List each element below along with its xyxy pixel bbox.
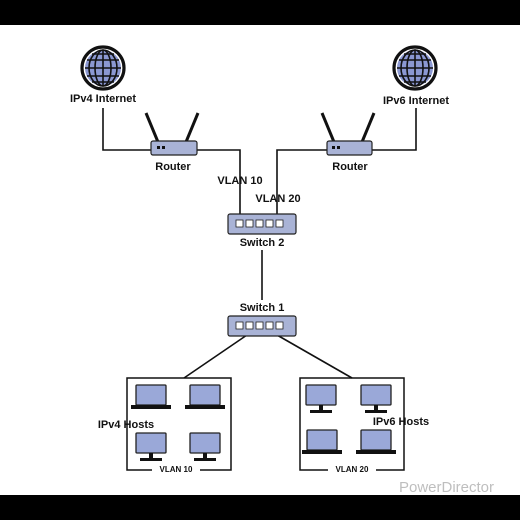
ipv6-internet-label: IPv6 Internet (383, 95, 449, 107)
router-right-icon (320, 112, 376, 156)
switch2-icon (227, 213, 297, 235)
link-ipv6-router (372, 108, 417, 151)
vlan20-group-label-bg (328, 464, 376, 475)
vlan10-group-label: VLAN 10 (160, 465, 193, 474)
watermark-text: PowerDirector (399, 479, 494, 496)
vlan10-link-label: VLAN 10 (217, 175, 262, 187)
vlan10-group-label-bg (152, 464, 200, 475)
ipv6-internet-globe-icon (392, 45, 438, 91)
ipv6-host-laptop-icon (302, 429, 342, 454)
link-router-vlan20 (276, 149, 327, 214)
switch1-icon (227, 315, 297, 337)
ipv6-hosts-label: IPv6 Hosts (373, 416, 429, 428)
ipv4-internet-label: IPv4 Internet (70, 93, 136, 105)
ipv4-internet-globe-icon (80, 45, 126, 91)
switch2-label: Switch 2 (240, 237, 285, 249)
ipv4-host-laptop-icon (185, 384, 225, 409)
ipv4-host-laptop-icon (131, 384, 171, 409)
ipv4-host-monitor-icon (189, 432, 221, 461)
router-left-label: Router (155, 161, 191, 173)
router-right-label: Router (332, 161, 368, 173)
ipv4-hosts-label: IPv4 Hosts (98, 419, 154, 431)
vlan20-group-label: VLAN 20 (336, 465, 369, 474)
link-ipv4-router (102, 108, 151, 151)
router-left-icon (144, 112, 200, 156)
link-switch1-ipv6-hosts (276, 334, 353, 379)
switch1-label: Switch 1 (240, 302, 285, 314)
vlan20-link-label: VLAN 20 (255, 193, 300, 205)
ipv6-host-laptop-icon (356, 429, 396, 454)
ipv4-host-monitor-icon (135, 432, 167, 461)
ipv6-host-monitor-icon (360, 384, 392, 413)
diagram-canvas (0, 25, 520, 495)
ipv6-host-monitor-icon (305, 384, 337, 413)
link-switch1-ipv4-hosts (183, 334, 248, 379)
